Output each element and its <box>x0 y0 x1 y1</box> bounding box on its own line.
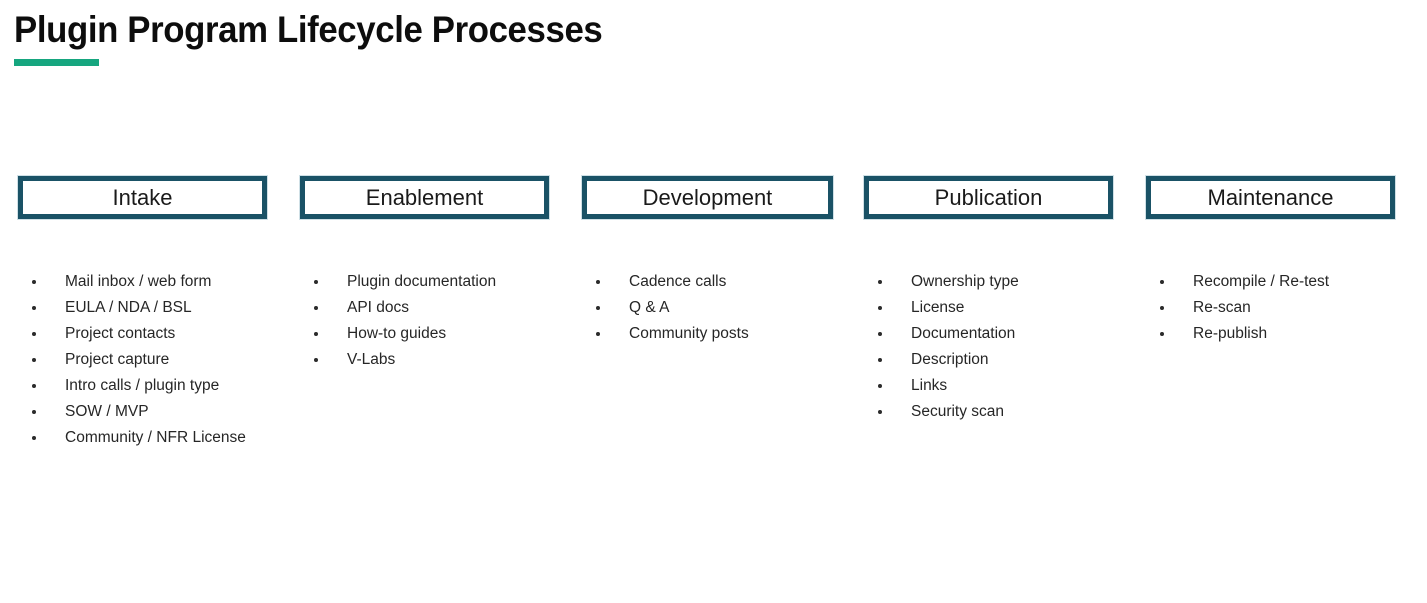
stage-header-box-enablement[interactable]: Enablement <box>300 176 549 219</box>
list-item-label: API docs <box>347 299 410 316</box>
stage-header-box-maintenance[interactable]: Maintenance <box>1146 176 1395 219</box>
list-item-label: Plugin documentation <box>347 273 497 290</box>
bullet-icon <box>32 410 36 414</box>
list-item: Plugin documentation <box>300 269 549 295</box>
bullet-icon <box>314 332 318 336</box>
list-item: Re-scan <box>1146 295 1395 321</box>
list-item: Links <box>864 373 1113 399</box>
stage-column-publication: Publication Ownership type License Docum… <box>864 176 1113 425</box>
list-item: SOW / MVP <box>18 399 267 425</box>
bullet-icon <box>596 332 600 336</box>
list-item: Community / NFR License <box>18 425 267 451</box>
stage-header-box-development[interactable]: Development <box>582 176 833 219</box>
list-item: How-to guides <box>300 321 549 347</box>
bullet-icon <box>878 306 882 310</box>
list-item-label: Documentation <box>911 325 1016 342</box>
list-item-label: Description <box>911 351 989 368</box>
list-item-label: Project capture <box>65 351 170 368</box>
list-item: Project capture <box>18 347 267 373</box>
page-title: Plugin Program Lifecycle Processes <box>14 9 603 50</box>
list-item: Community posts <box>582 321 833 347</box>
list-item: License <box>864 295 1113 321</box>
list-item: Documentation <box>864 321 1113 347</box>
list-item-label: Recompile / Re-test <box>1193 273 1330 290</box>
bullet-icon <box>314 306 318 310</box>
stage-list-maintenance: Recompile / Re-test Re-scan Re-publish <box>1146 269 1395 347</box>
stage-list-publication: Ownership type License Documentation Des… <box>864 269 1113 425</box>
list-item-label: Project contacts <box>65 325 176 342</box>
stage-list-development: Cadence calls Q & A Community posts <box>582 269 833 347</box>
list-item-label: Re-publish <box>1193 325 1268 342</box>
bullet-icon <box>878 410 882 414</box>
stage-title-intake: Intake <box>112 184 173 210</box>
list-item-label: License <box>911 299 965 316</box>
title-accent-bar <box>14 59 99 66</box>
list-item-label: Community posts <box>629 325 749 342</box>
stage-title-publication: Publication <box>934 184 1043 210</box>
list-item: Description <box>864 347 1113 373</box>
bullet-icon <box>32 332 36 336</box>
list-item-label: Community / NFR License <box>65 429 246 446</box>
stage-title-enablement: Enablement <box>365 184 484 210</box>
list-item: Cadence calls <box>582 269 833 295</box>
stage-title-maintenance: Maintenance <box>1207 184 1334 210</box>
stage-header-box-intake[interactable]: Intake <box>18 176 267 219</box>
bullet-icon <box>1160 306 1164 310</box>
list-item-label: SOW / MVP <box>65 403 149 420</box>
stage-title-development: Development <box>642 184 773 210</box>
list-item-label: Links <box>911 377 948 394</box>
bullet-icon <box>1160 332 1164 336</box>
title-block: Plugin Program Lifecycle Processes <box>14 8 640 66</box>
list-item: Q & A <box>582 295 833 321</box>
list-item-label: How-to guides <box>347 325 447 342</box>
bullet-icon <box>878 384 882 388</box>
list-item: Mail inbox / web form <box>18 269 267 295</box>
list-item: V-Labs <box>300 347 549 373</box>
list-item-label: Ownership type <box>911 273 1019 290</box>
list-item: Intro calls / plugin type <box>18 373 267 399</box>
bullet-icon <box>314 280 318 284</box>
stage-list-enablement: Plugin documentation API docs How-to gui… <box>300 269 549 373</box>
list-item-label: Cadence calls <box>629 273 727 290</box>
list-item-label: V-Labs <box>347 351 396 368</box>
list-item-label: Re-scan <box>1193 299 1251 316</box>
stage-column-enablement: Enablement Plugin documentation API docs… <box>300 176 549 373</box>
stage-column-maintenance: Maintenance Recompile / Re-test Re-scan … <box>1146 176 1395 347</box>
bullet-icon <box>32 358 36 362</box>
list-item: Ownership type <box>864 269 1113 295</box>
list-item-label: Intro calls / plugin type <box>65 377 220 394</box>
bullet-icon <box>32 436 36 440</box>
list-item: API docs <box>300 295 549 321</box>
bullet-icon <box>878 332 882 336</box>
bullet-icon <box>596 280 600 284</box>
stage-list-intake: Mail inbox / web form EULA / NDA / BSL P… <box>18 269 267 451</box>
bullet-icon <box>314 358 318 362</box>
stage-column-development: Development Cadence calls Q & A Communit… <box>582 176 833 347</box>
list-item-label: Security scan <box>911 403 1005 420</box>
list-item-label: EULA / NDA / BSL <box>65 299 192 316</box>
bullet-icon <box>32 384 36 388</box>
bullet-icon <box>32 280 36 284</box>
list-item: Security scan <box>864 399 1113 425</box>
list-item: Project contacts <box>18 321 267 347</box>
bullet-icon <box>1160 280 1164 284</box>
stage-column-intake: Intake Mail inbox / web form EULA / NDA … <box>18 176 267 451</box>
bullet-icon <box>596 306 600 310</box>
list-item-label: Q & A <box>629 299 670 316</box>
list-item: EULA / NDA / BSL <box>18 295 267 321</box>
list-item: Re-publish <box>1146 321 1395 347</box>
stage-header-box-publication[interactable]: Publication <box>864 176 1113 219</box>
bullet-icon <box>878 280 882 284</box>
list-item-label: Mail inbox / web form <box>65 273 212 290</box>
bullet-icon <box>878 358 882 362</box>
bullet-icon <box>32 306 36 310</box>
list-item: Recompile / Re-test <box>1146 269 1395 295</box>
